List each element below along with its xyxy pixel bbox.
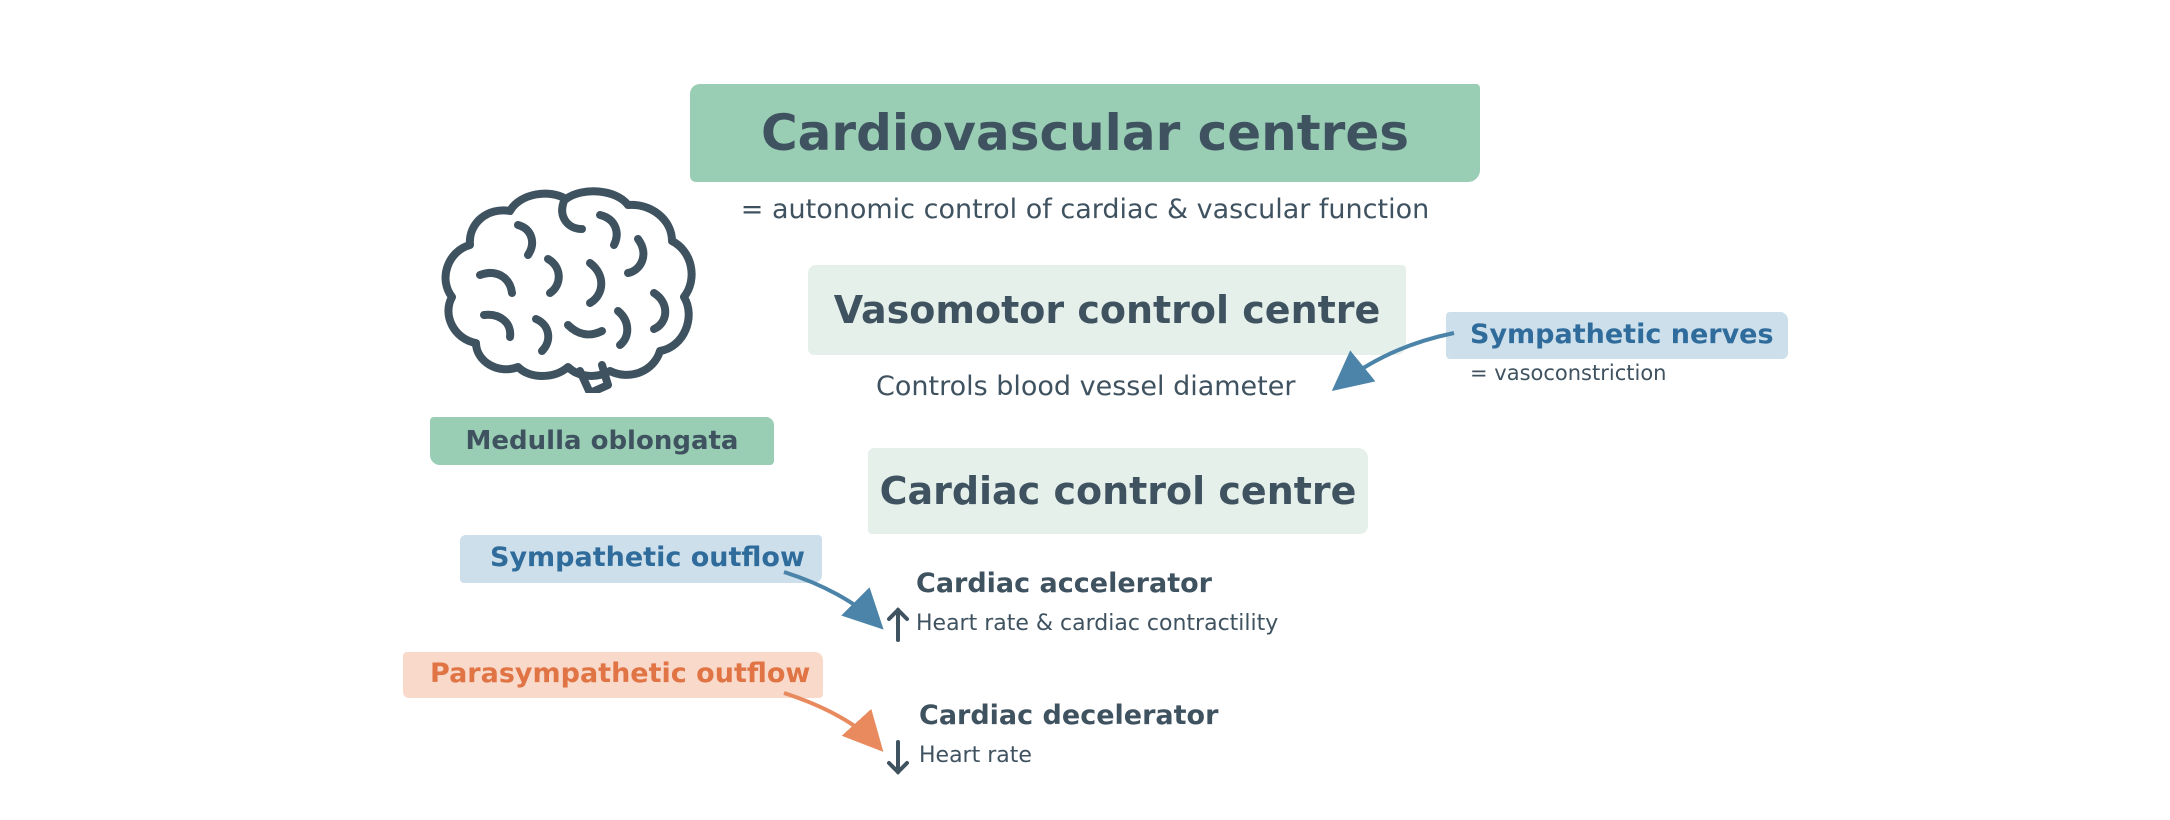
vasomotor-description: Controls blood vessel diameter xyxy=(876,371,1296,402)
vasoconstriction-note: = vasoconstriction xyxy=(1470,361,1667,385)
parasympathetic-outflow-label: Parasympathetic outflow xyxy=(430,658,811,689)
arrow-up-icon xyxy=(886,606,910,642)
medulla-highlight xyxy=(430,417,774,465)
sympathetic-nerves-highlight xyxy=(1446,312,1788,359)
arrow-down-icon xyxy=(886,740,910,776)
vasomotor-heading: Vasomotor control centre xyxy=(833,288,1381,332)
vasomotor-highlight xyxy=(808,265,1406,355)
cardiac-accelerator-effect: Heart rate & cardiac contractility xyxy=(916,611,1279,636)
parasympathetic-outflow-highlight xyxy=(403,652,823,698)
page-subtitle: = autonomic control of cardiac & vascula… xyxy=(740,194,1430,225)
page-title: Cardiovascular centres xyxy=(760,104,1410,162)
sympathetic-outflow-arrow xyxy=(783,570,884,630)
cardiac-decelerator-effect: Heart rate xyxy=(919,743,1032,768)
sympathetic-nerves-arrow xyxy=(1331,331,1455,392)
cardiac-decelerator-title: Cardiac decelerator xyxy=(919,700,1219,731)
cardiac-accelerator-title: Cardiac accelerator xyxy=(916,568,1212,599)
cardiac-highlight xyxy=(868,448,1368,534)
brain-icon xyxy=(440,185,702,397)
title-highlight xyxy=(690,84,1480,182)
cardiac-heading: Cardiac control centre xyxy=(879,469,1357,513)
medulla-label: Medulla oblongata xyxy=(465,426,739,456)
sympathetic-outflow-label: Sympathetic outflow xyxy=(490,542,805,573)
sympathetic-nerves-label: Sympathetic nerves xyxy=(1470,319,1774,350)
parasympathetic-outflow-arrow xyxy=(783,691,884,752)
sympathetic-outflow-highlight xyxy=(460,535,822,583)
